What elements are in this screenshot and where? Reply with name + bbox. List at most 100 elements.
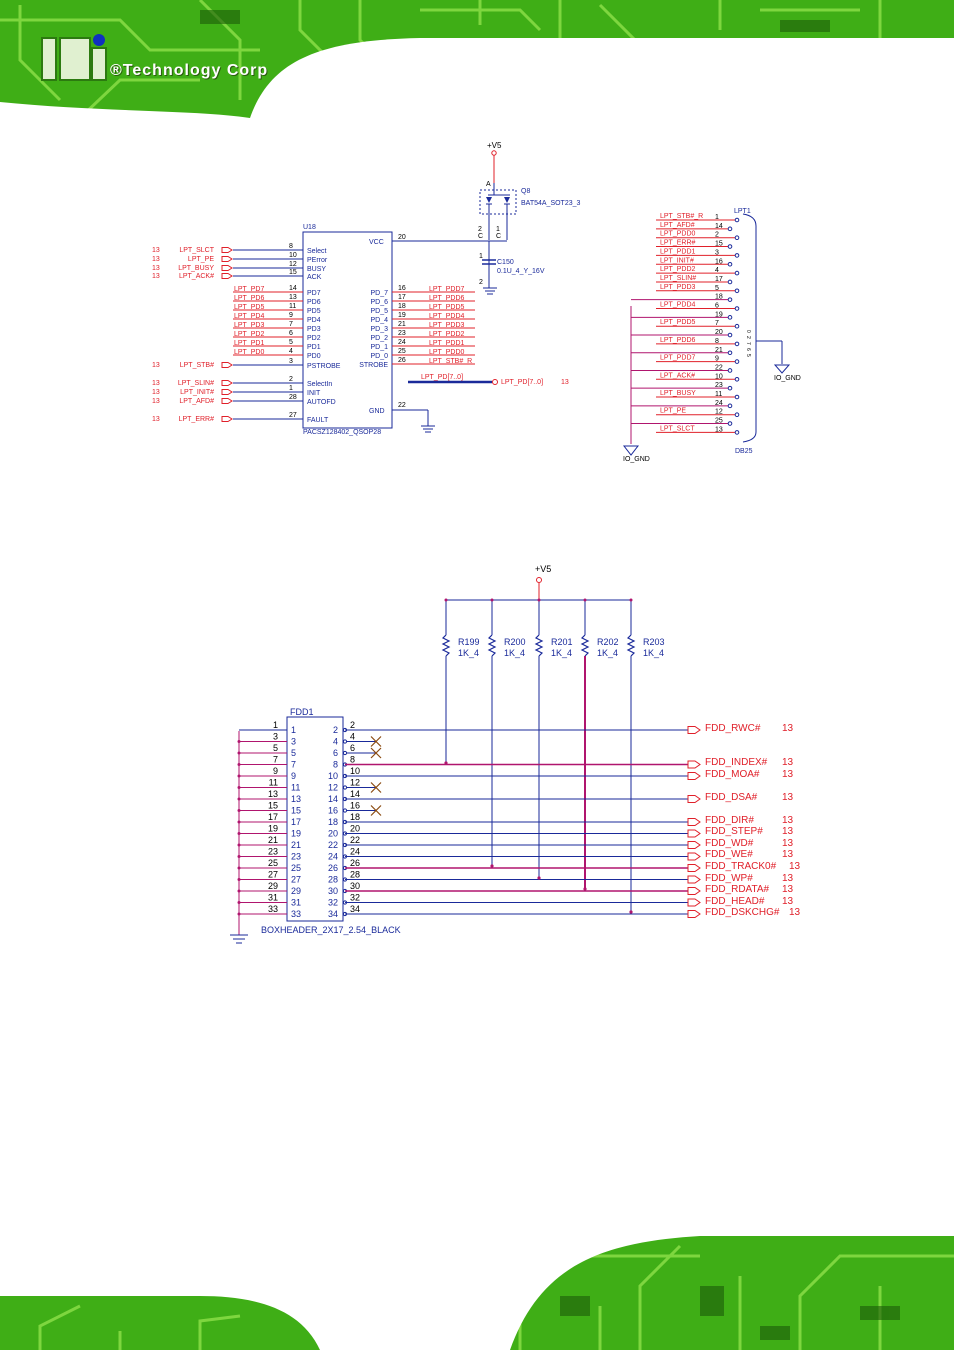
resistor-value: 1K_4 bbox=[458, 648, 479, 658]
sheet-ref: 13 bbox=[152, 247, 160, 254]
net-label: LPT_ERR# bbox=[179, 416, 215, 423]
lpt1-part: DB25 bbox=[735, 448, 753, 455]
pin-contact-icon bbox=[342, 808, 348, 813]
resistor-value: 1K_4 bbox=[551, 648, 572, 658]
sheet-ref: 13 bbox=[782, 815, 794, 826]
u18-pin-name: PSTROBE bbox=[307, 363, 341, 370]
u18-part: PACSZ128402_QSOP28 bbox=[303, 429, 381, 436]
offpage-connector-icon bbox=[221, 273, 233, 279]
shell-pin-number: 6 bbox=[745, 348, 751, 351]
fdd-pin-number-outer: 11 bbox=[269, 778, 278, 788]
offpage-connector-icon bbox=[221, 362, 233, 368]
u18-pin-number: 7 bbox=[289, 321, 293, 328]
company-logo bbox=[41, 34, 107, 81]
net-label: LPT_PDD0 bbox=[429, 349, 465, 356]
sheet-ref: 13 bbox=[152, 380, 160, 387]
sheet-ref: 13 bbox=[782, 826, 794, 837]
u18-pin-number: 24 bbox=[398, 339, 406, 346]
lpt1-pin-number: 25 bbox=[715, 418, 723, 425]
net-label: LPT_PDD6 bbox=[429, 295, 465, 302]
fdd-pin-number-outer: 12 bbox=[350, 778, 360, 788]
q8-part: BAT54A_SOT23_3 bbox=[521, 200, 581, 207]
pin-contact-icon bbox=[342, 785, 348, 790]
footer-banner bbox=[0, 1236, 954, 1350]
net-label: LPT_PDD5 bbox=[429, 304, 465, 311]
lpt1-pin-number: 2 bbox=[715, 232, 719, 239]
fdd-net-label: FDD_DSA# bbox=[705, 792, 758, 803]
pin-contact-icon bbox=[734, 323, 740, 329]
fdd-pin-number-outer: 20 bbox=[350, 824, 360, 834]
net-label: LPT_PDD4 bbox=[660, 302, 696, 309]
net-label: LPT_PDD7 bbox=[660, 355, 696, 362]
u18-pin-number: 21 bbox=[398, 321, 406, 328]
u18-pin-name: PD6 bbox=[307, 299, 321, 306]
sheet-ref: 13 bbox=[152, 416, 160, 423]
offpage-port-icon bbox=[492, 379, 498, 385]
fdd-pin-number-inner: 9 bbox=[291, 771, 296, 781]
power-port-icon bbox=[491, 150, 497, 156]
resistor-ref: R201 bbox=[551, 637, 573, 647]
u18-pin-name: PD4 bbox=[307, 317, 321, 324]
header-banner bbox=[0, 0, 954, 118]
pin-contact-icon bbox=[727, 350, 733, 356]
u18-pin-name: PD5 bbox=[307, 308, 321, 315]
junction-dot bbox=[444, 761, 448, 765]
resistor-ref: R203 bbox=[643, 637, 665, 647]
fdd-pin-number-outer: 15 bbox=[268, 801, 278, 811]
fdd-pin-number-inner: 13 bbox=[291, 794, 301, 804]
pin-contact-icon bbox=[734, 359, 740, 364]
pin-contact-icon bbox=[727, 403, 733, 409]
u18-pin-name: PD7 bbox=[307, 290, 321, 297]
resistor-icon bbox=[441, 634, 451, 657]
u18-gnd: GND bbox=[369, 408, 385, 415]
fdd-pin-number-inner: 31 bbox=[291, 898, 301, 908]
offpage-connector-icon bbox=[221, 256, 233, 262]
u18-pin-name: PD3 bbox=[307, 326, 321, 333]
u18-pin-name: PError bbox=[307, 257, 328, 264]
u18-pin-number: 17 bbox=[398, 294, 406, 301]
fdd1-part: BOXHEADER_2X17_2.54_BLACK bbox=[261, 925, 401, 935]
u18-pin-number: 25 bbox=[398, 348, 406, 355]
fdd-pin-number-inner: 29 bbox=[291, 886, 301, 896]
lpt1-pin-number: 11 bbox=[715, 391, 722, 398]
fdd-pin-number-outer: 6 bbox=[350, 743, 355, 753]
net-label: LPT_ACK# bbox=[660, 372, 695, 379]
fdd-pin-number-inner: 28 bbox=[328, 875, 338, 885]
io-gnd-right-label: IO_GND bbox=[774, 375, 801, 382]
u18-pin-name: PD_3 bbox=[370, 326, 388, 333]
fdd-pin-number-inner: 20 bbox=[328, 829, 338, 839]
u18-pin-name: FAULT bbox=[307, 417, 329, 424]
lpt1-pin-number: 16 bbox=[715, 258, 723, 265]
pin-contact-icon bbox=[734, 253, 740, 258]
fdd-pin-number-inner: 25 bbox=[291, 863, 301, 873]
fdd-pin-number-inner: 17 bbox=[291, 817, 301, 827]
fdd-pin-number-outer: 16 bbox=[350, 801, 360, 811]
sheet-ref: 13 bbox=[152, 398, 160, 405]
no-connect-icon bbox=[370, 805, 382, 816]
fdd-pin-number-inner: 6 bbox=[333, 748, 338, 758]
resistor-icon bbox=[534, 634, 544, 657]
fdd-pin-number-inner: 30 bbox=[328, 886, 338, 896]
u18-pin-name: ACK bbox=[307, 274, 322, 281]
lpt-bus-label: LPT_PD[7..0] bbox=[421, 374, 463, 381]
pin-contact-icon bbox=[734, 377, 740, 382]
lpt1-pin-number: 18 bbox=[715, 294, 723, 301]
fdd-pin-number-inner: 19 bbox=[291, 829, 301, 839]
fdd-pin-number-inner: 27 bbox=[291, 875, 301, 885]
sheet-ref: 13 bbox=[782, 838, 794, 849]
fdd-pin-number-inner: 4 bbox=[333, 737, 338, 747]
net-label: LPT_STB#_R bbox=[429, 358, 472, 365]
u18-pin-name: AUTOFD bbox=[307, 399, 336, 406]
pin-contact-icon bbox=[734, 306, 740, 311]
u18-pin-number: 4 bbox=[289, 348, 293, 355]
lpt1-pin-number: 3 bbox=[715, 249, 719, 256]
registered-mark: ® bbox=[110, 62, 123, 79]
fdd-pin-number-outer: 1 bbox=[273, 720, 278, 730]
u18-left-pins: 8SelectLPT_SLCT1310PErrorLPT_PE1312BUSYL… bbox=[152, 243, 341, 424]
offpage-connector-icon bbox=[687, 795, 701, 803]
u18-pin-name: PD_7 bbox=[370, 290, 388, 297]
fdd-pin-number-outer: 22 bbox=[350, 835, 360, 845]
fdd-pin-number-inner: 5 bbox=[291, 748, 296, 758]
